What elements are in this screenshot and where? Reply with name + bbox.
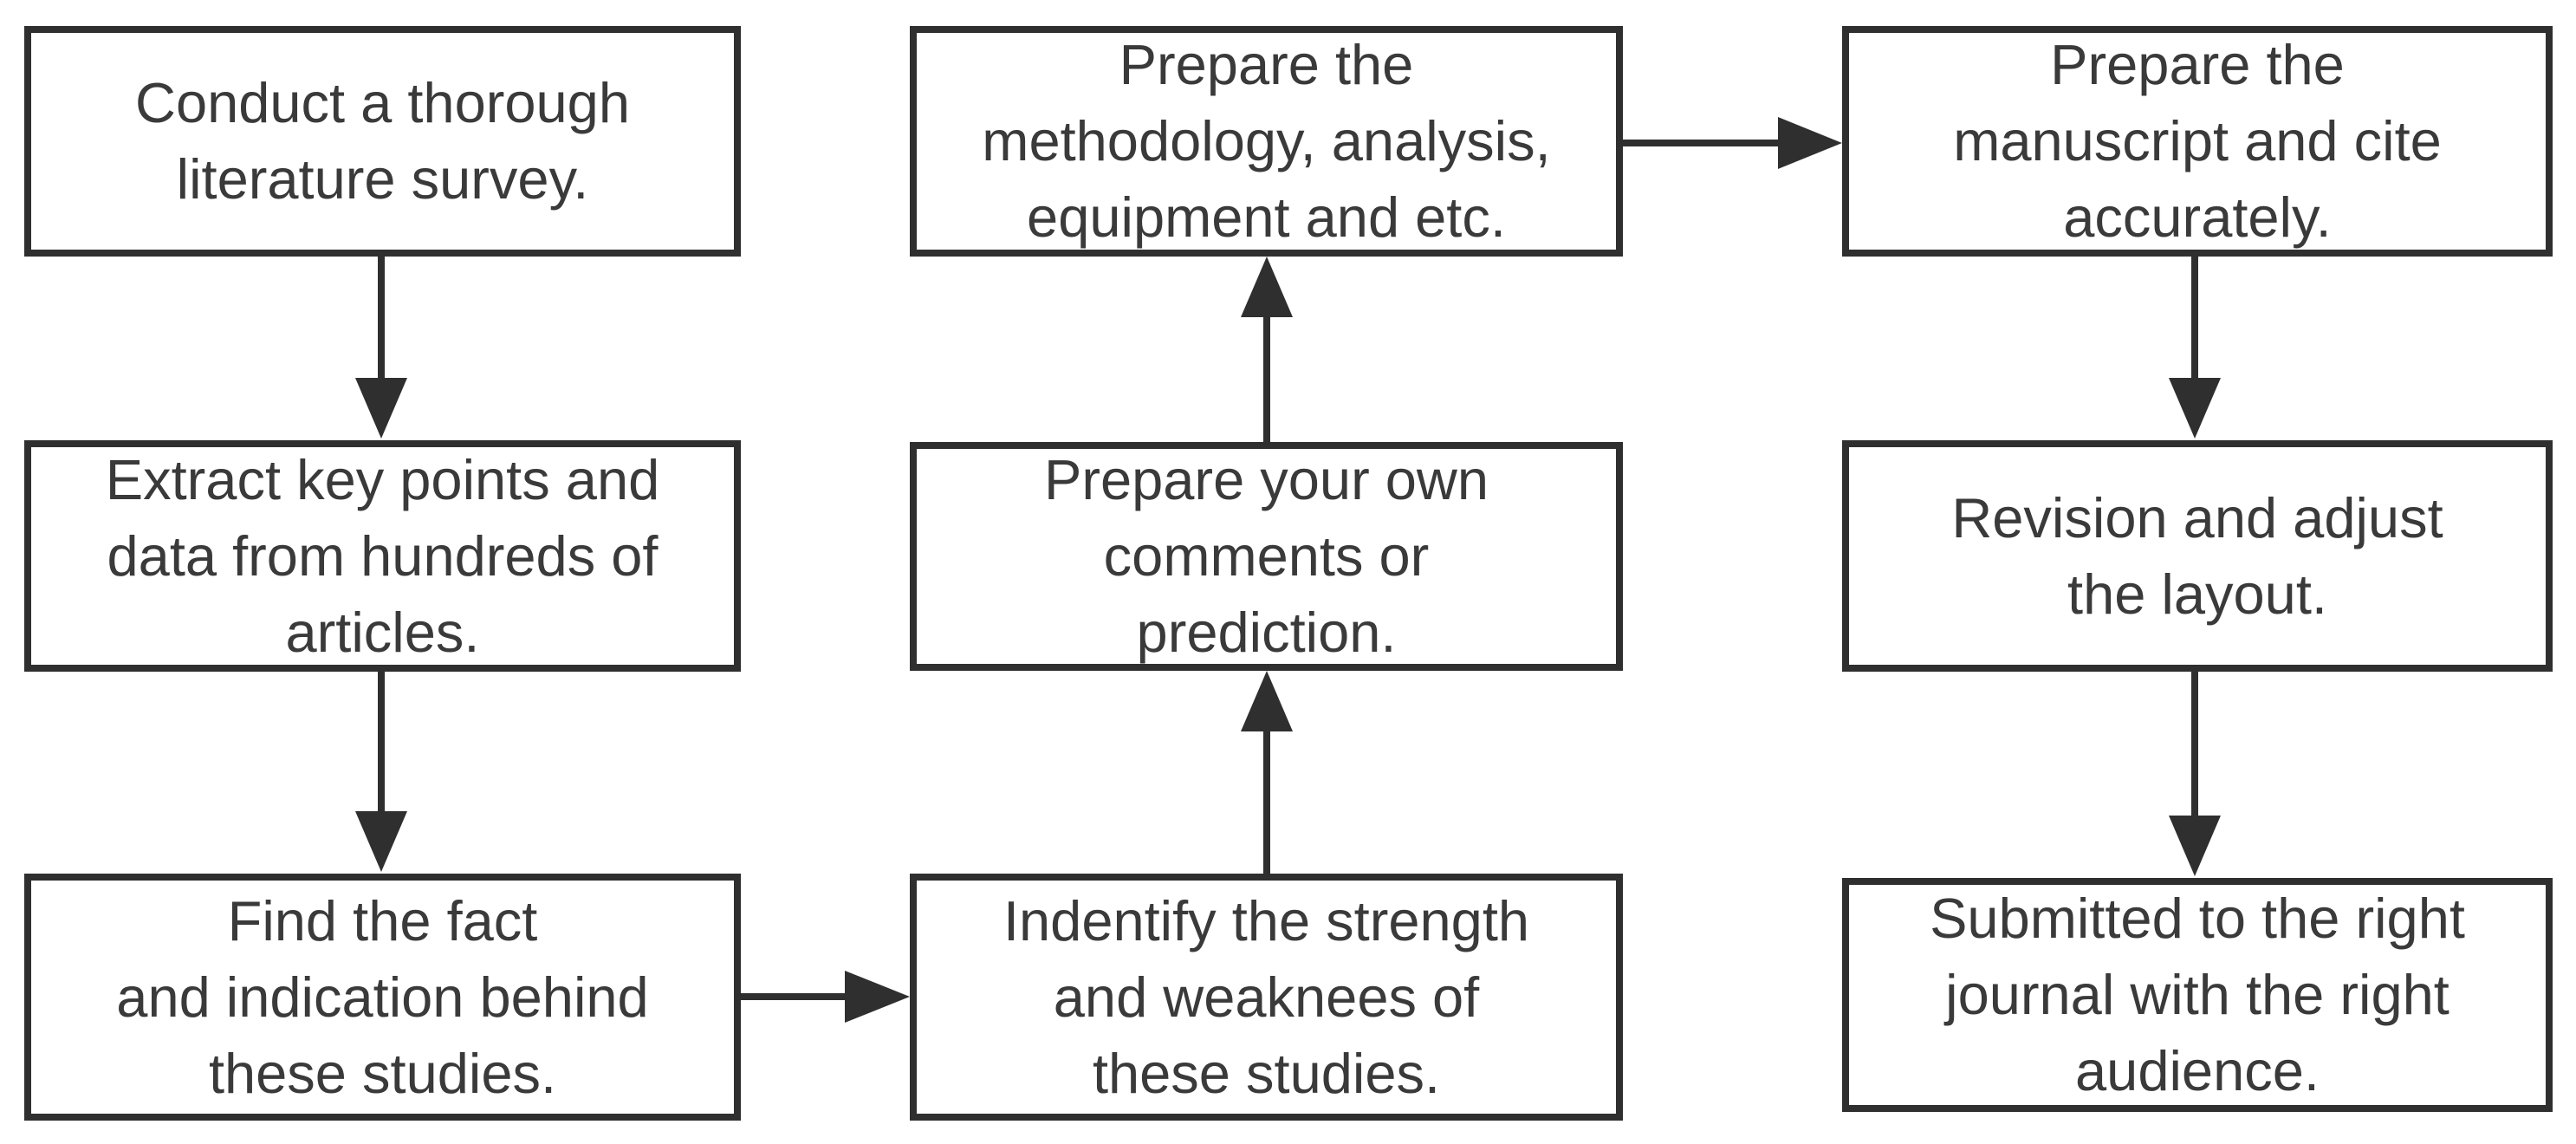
step-own-comments: Prepare your own comments or prediction. [910, 442, 1623, 671]
step-revision: Revision and adjust the layout. [1842, 440, 2553, 672]
step-identify-strength-label: Indentify the strength and weaknees of t… [1002, 888, 1530, 1105]
arrowhead-up [1241, 671, 1293, 731]
step-submit: Submitted to the right journal with the … [1842, 878, 2553, 1112]
arrowhead-right [1778, 117, 1842, 169]
step-find-fact: Find the fact and indication behind thes… [24, 874, 741, 1121]
step-extract-key-points: Extract key points and data from hundred… [24, 440, 741, 672]
step-identify-strength: Indentify the strength and weaknees of t… [910, 874, 1623, 1121]
arrowhead-down [355, 811, 407, 872]
step-revision-label: Revision and adjust the layout. [1951, 485, 2443, 626]
arrowhead-down [2169, 378, 2221, 439]
step-literature-survey-label: Conduct a thorough literature survey. [135, 71, 630, 211]
step-methodology-label: Prepare the methodology, analysis, equip… [982, 33, 1551, 249]
step-manuscript-label: Prepare the manuscript and cite accurate… [1953, 33, 2442, 249]
step-extract-key-points-label: Extract key points and data from hundred… [105, 447, 660, 664]
step-methodology: Prepare the methodology, analysis, equip… [910, 26, 1623, 257]
arrowhead-right [845, 971, 910, 1023]
step-manuscript: Prepare the manuscript and cite accurate… [1842, 26, 2553, 257]
step-submit-label: Submitted to the right journal with the … [1930, 887, 2465, 1102]
arrowhead-down [355, 378, 407, 439]
step-find-fact-label: Find the fact and indication behind thes… [116, 888, 649, 1105]
step-literature-survey: Conduct a thorough literature survey. [24, 26, 741, 257]
arrowhead-up [1241, 257, 1293, 317]
arrowhead-down [2169, 816, 2221, 876]
step-own-comments-label: Prepare your own comments or prediction. [1043, 448, 1489, 664]
